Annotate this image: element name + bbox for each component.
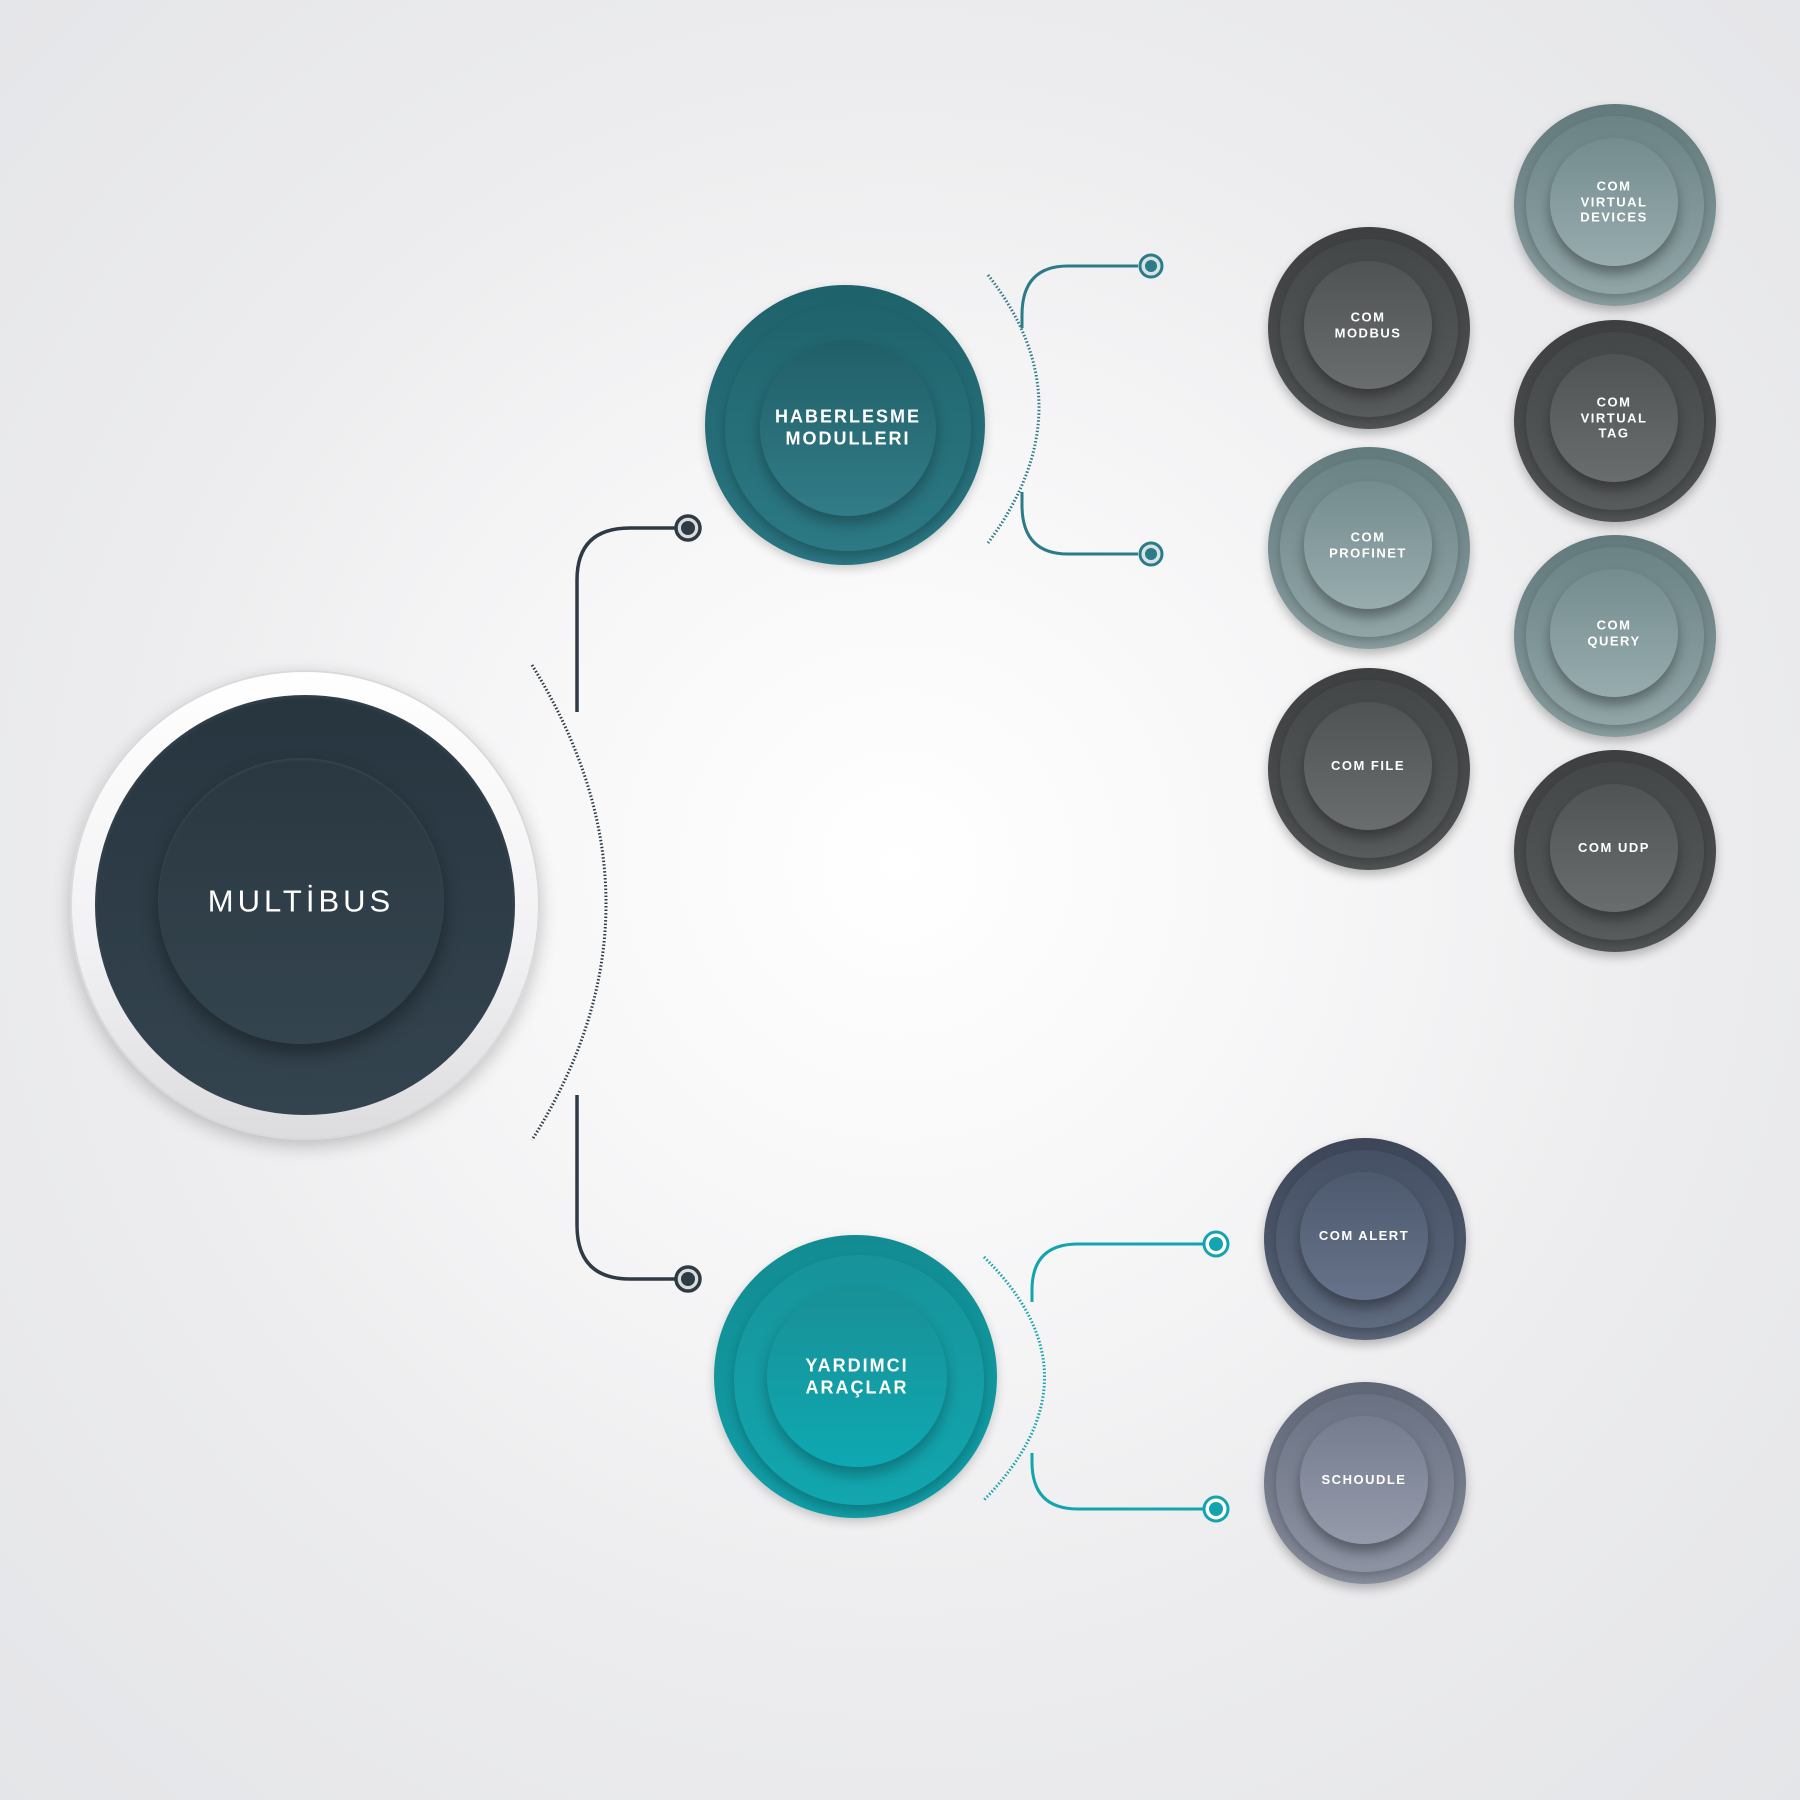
com-profinet-label: COM PROFINET — [1329, 529, 1407, 560]
com-virtual-tag-node[interactable]: COM VIRTUAL TAG — [1514, 320, 1716, 522]
haberlesme-lower-connector — [1020, 492, 1138, 556]
yardimci-lower-endpoint-dot — [1209, 1502, 1223, 1516]
yardimci-connector-endpoint-dot — [681, 1272, 695, 1286]
schoudle-node[interactable]: SCHOUDLE — [1264, 1382, 1466, 1584]
multibus-label: MULTİBUS — [207, 883, 395, 919]
com-udp-node[interactable]: COM UDP — [1514, 750, 1716, 952]
com-query-label: COM QUERY — [1587, 617, 1641, 648]
haberlesme-upper-connector — [1020, 264, 1138, 328]
yardimci-lower-connector — [1030, 1453, 1203, 1511]
com-modbus-label: COM MODBUS — [1334, 309, 1402, 340]
yardimci-araclar-node[interactable]: YARDIMCI ARAÇLAR — [714, 1235, 997, 1518]
haberlesme-label: HABERLESME MODULLERI — [774, 406, 921, 448]
yardimci-label: YARDIMCI ARAÇLAR — [805, 1355, 909, 1397]
root-to-haberlesme-connector — [575, 526, 676, 712]
com-file-node[interactable]: COM FILE — [1268, 668, 1470, 870]
com-virtual-devices-label: COM VIRTUAL DEVICES — [1580, 178, 1648, 225]
com-virtual-devices-node[interactable]: COM VIRTUAL DEVICES — [1514, 104, 1716, 306]
haberlesme-lower-endpoint-dot — [1145, 548, 1157, 560]
root-bracket-arc — [530, 664, 608, 1141]
schoudle-label: SCHOUDLE — [1321, 1472, 1407, 1488]
com-virtual-tag-label: COM VIRTUAL TAG — [1580, 394, 1648, 441]
haberlesme-connector-endpoint-dot — [681, 521, 695, 535]
com-query-node[interactable]: COM QUERY — [1514, 535, 1716, 737]
com-file-label: COM FILE — [1330, 758, 1406, 774]
com-udp-label: COM UDP — [1578, 840, 1650, 856]
haberlesme-upper-endpoint-dot — [1145, 260, 1157, 272]
yardimci-node-ring: YARDIMCI ARAÇLAR — [734, 1255, 984, 1505]
com-modbus-node[interactable]: COM MODBUS — [1268, 227, 1470, 429]
haberlesme-node-ring: HABERLESME MODULLERI — [725, 305, 971, 551]
haberlesme-modulleri-node[interactable]: HABERLESME MODULLERI — [705, 285, 985, 565]
yardimci-upper-connector — [1030, 1242, 1203, 1302]
haberlesme-node-core: HABERLESME MODULLERI — [760, 340, 936, 516]
multibus-node[interactable]: MULTİBUS — [70, 670, 540, 1140]
multibus-node-ring: MULTİBUS — [95, 695, 515, 1115]
root-to-yardimci-connector — [575, 1095, 676, 1281]
multibus-node-core: MULTİBUS — [158, 758, 444, 1044]
haberlesme-bracket-arc — [986, 274, 1041, 544]
yardimci-upper-endpoint-dot — [1209, 1237, 1223, 1251]
com-profinet-node[interactable]: COM PROFINET — [1268, 447, 1470, 649]
com-alert-label: COM ALERT — [1318, 1228, 1410, 1244]
com-alert-node[interactable]: COM ALERT — [1264, 1138, 1466, 1340]
yardimci-node-core: YARDIMCI ARAÇLAR — [767, 1287, 947, 1467]
